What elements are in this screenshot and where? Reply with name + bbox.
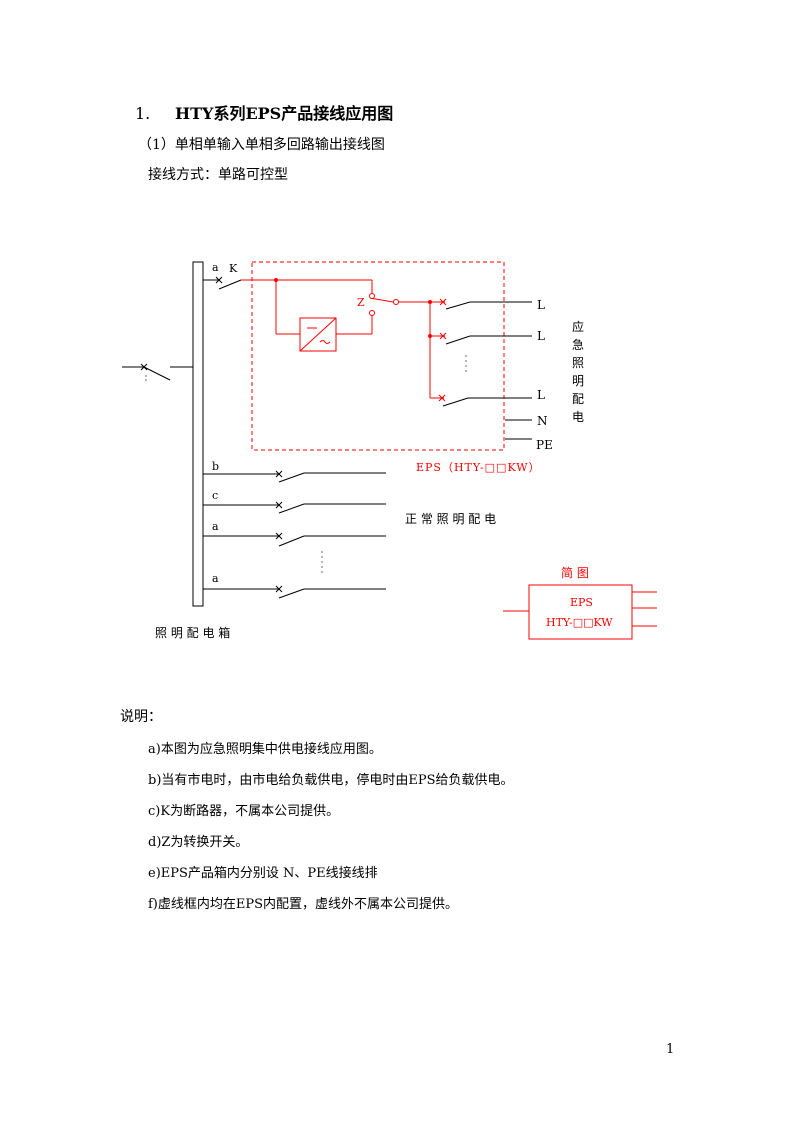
branch-label-a1: a [212,520,219,533]
emergency-char-3: 照 [572,356,584,370]
emergency-char-4: 明 [572,374,584,388]
notes-title: 说明： [120,709,162,725]
note-item: b)当有市电时，由市电给负载供电，停电时由EPS给负载供电。 [148,773,514,788]
output-switches [442,301,532,440]
output-dots-2 [465,360,467,362]
output-label-l1: L [537,298,545,312]
wiring-method: 接线方式：单路可控型 [148,167,288,183]
simple-diagram-line2: HTY-□□KW [546,616,613,629]
incoming-dot-1 [145,375,147,377]
output-label-l2: L [537,329,545,343]
cabinet-busbar [192,261,204,607]
branch-dots-3 [321,561,323,563]
output-label-n: N [537,414,548,428]
cabinet-label: 照 明 配 电 箱 [155,625,230,640]
simple-diagram-leads [503,591,657,627]
section-title: HTY系列EPS产品接线应用图 [175,104,394,123]
page-number: 1 [666,1042,675,1057]
branch-dots-1 [321,551,323,553]
branch-label-b: b [212,460,219,473]
section-number: 1. [135,104,151,123]
note-item: a)本图为应急照明集中供电接线应用图。 [148,742,382,757]
note-item: c)K为断路器，不属本公司提供。 [148,804,340,819]
section-heading: 1. HTY系列EPS产品接线应用图 [135,100,393,124]
simple-diagram-box [528,584,633,640]
switch-z-contact-common [393,299,399,305]
incoming-breaker [122,363,193,381]
node-dot-2 [428,300,432,304]
breaker-a-label: a [212,261,219,274]
emergency-char-2: 急 [572,337,584,352]
inverter-ac-symbol [319,340,331,344]
branch-breakers [203,470,386,599]
simple-diagram-line1: EPS [570,596,593,609]
eps-internal-wiring [241,279,447,402]
output-label-l3: L [537,388,545,402]
branch-label-a2: a [212,572,219,585]
breaker-k-label: K [229,262,238,275]
inverter-diagonal [299,317,337,352]
simple-diagram-title: 简 图 [561,566,589,580]
breaker-k [203,276,242,290]
node-dot-3 [428,334,432,338]
eps-model-label: EPS（HTY-□□KW） [416,461,541,474]
emergency-char-6: 电 [572,410,584,424]
note-item: d)Z为转换开关。 [148,835,249,850]
emergency-char-5: 配 [572,392,584,406]
branch-dots-4 [321,566,323,568]
subheading: （1）单相单输入单相多回路输出接线图 [138,137,385,153]
wiring-diagram: a K Z [122,261,657,640]
emergency-char-1: 应 [572,319,584,334]
output-dots-1 [465,355,467,357]
note-item: f)虚线框内均在EPS内配置，虚线外不属本公司提供。 [148,897,459,912]
eps-dashed-enclosure [251,261,505,451]
normal-lighting-label: 正 常 照 明 配 电 [405,512,496,526]
output-dots-4 [465,370,467,372]
switch-z-label: Z [357,296,365,309]
branch-dots-5 [321,571,323,573]
node-dot-1 [274,278,278,282]
branch-dots-2 [321,556,323,558]
incoming-dot-2 [145,379,147,381]
output-dots-3 [465,365,467,367]
switch-z-contact-bottom [369,310,375,316]
switch-z-contact-top [369,293,375,299]
branch-label-c: c [212,489,218,502]
note-item: e)EPS产品箱内分别设 N、PE线接线排 [148,866,378,881]
output-label-pe: PE [536,438,553,452]
